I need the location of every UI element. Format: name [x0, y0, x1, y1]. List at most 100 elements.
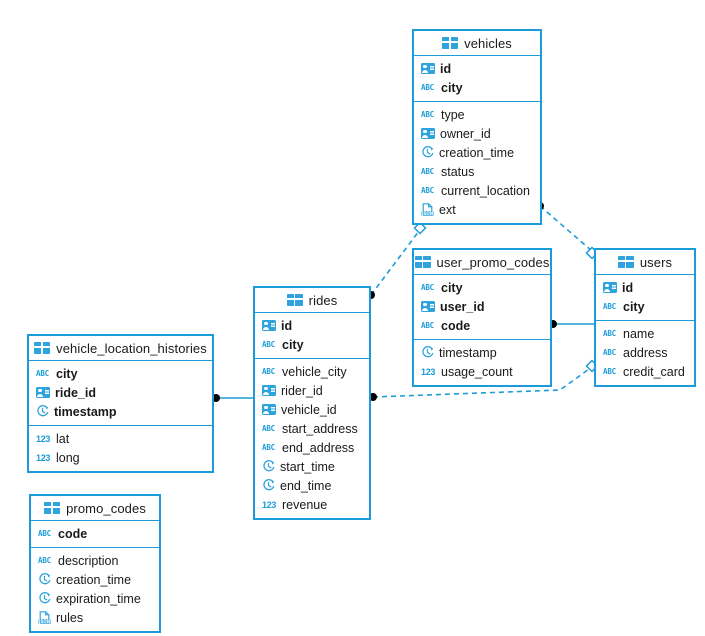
field-name-label: city — [56, 366, 78, 381]
abc-string-icon: ABC — [421, 110, 434, 119]
field-row[interactable]: expiration_time — [31, 589, 159, 608]
field-name-label: long — [56, 450, 80, 465]
entity-title-label: rides — [308, 292, 338, 308]
entity-title-label: promo_codes — [66, 500, 146, 516]
entity-header-promo_codes[interactable]: promo_codes — [31, 496, 159, 521]
field-row[interactable]: id — [414, 59, 540, 78]
relationship-user-promo-codes-to-users[interactable] — [549, 320, 594, 328]
field-name-label: rider_id — [281, 383, 323, 398]
abc-string-icon: ABC — [262, 424, 275, 433]
field-name-label: status — [441, 164, 475, 179]
id-card-icon — [421, 301, 435, 312]
field-name-label: end_address — [282, 440, 355, 455]
id-card-icon — [262, 385, 276, 396]
field-name-label: lat — [56, 431, 70, 446]
entity-header-vehicle_location_histories[interactable]: vehicle_location_histories — [29, 336, 212, 361]
abc-string-icon: ABC — [36, 369, 49, 378]
abc-string-icon: ABC — [38, 529, 51, 538]
clock-icon — [38, 592, 51, 605]
field-name-label: expiration_time — [56, 591, 141, 606]
abc-string-icon: ABC — [421, 321, 434, 330]
id-card-icon — [262, 320, 276, 331]
entity-title-label: vehicle_location_histories — [56, 340, 207, 356]
entity-header-users[interactable]: users — [596, 250, 694, 275]
field-name-label: start_time — [280, 459, 335, 474]
abc-string-icon: ABC — [38, 556, 51, 565]
field-row[interactable]: id — [255, 316, 369, 335]
clock-icon — [421, 346, 434, 359]
field-name-label: address — [623, 345, 668, 360]
json-file-icon: JSON — [38, 611, 51, 624]
clock-icon — [38, 573, 51, 586]
field-row[interactable]: ABC name — [596, 324, 694, 343]
relationship-vehicle-location-histories-to-rides[interactable] — [212, 394, 253, 402]
field-row[interactable]: creation_time — [31, 570, 159, 589]
field-row[interactable]: creation_time — [414, 143, 540, 162]
table-grid-icon — [44, 502, 61, 514]
field-name-label: user_id — [440, 299, 485, 314]
svg-text:JSON: JSON — [421, 211, 434, 216]
field-name-label: creation_time — [439, 145, 515, 160]
field-row[interactable]: JSON ext — [414, 200, 540, 219]
field-row[interactable]: rider_id — [255, 381, 369, 400]
field-row[interactable]: ride_id — [29, 383, 212, 402]
field-row[interactable]: timestamp — [29, 402, 212, 421]
field-row[interactable]: vehicle_id — [255, 400, 369, 419]
field-row[interactable]: user_id — [414, 297, 550, 316]
abc-string-icon: ABC — [262, 367, 275, 376]
entity-header-vehicles[interactable]: vehicles — [414, 31, 540, 56]
field-name-label: ext — [439, 202, 456, 217]
entity-header-rides[interactable]: rides — [255, 288, 369, 313]
field-row[interactable]: end_time — [255, 476, 369, 495]
field-row[interactable]: ABC city — [29, 364, 212, 383]
svg-text:JSON: JSON — [38, 619, 51, 624]
abc-string-icon: ABC — [421, 283, 434, 292]
field-row[interactable]: owner_id — [414, 124, 540, 143]
clock-icon — [262, 479, 275, 492]
123-number-icon: 123 — [421, 367, 436, 377]
json-file-icon: JSON — [421, 203, 434, 216]
entity-header-user_promo_codes[interactable]: user_promo_codes — [414, 250, 550, 275]
field-name-label: creation_time — [56, 572, 132, 587]
field-row[interactable]: timestamp — [414, 343, 550, 362]
field-name-label: credit_card — [623, 364, 685, 379]
abc-string-icon: ABC — [603, 329, 616, 338]
field-row[interactable]: id — [596, 278, 694, 297]
field-row[interactable]: start_time — [255, 457, 369, 476]
field-name-label: name — [623, 326, 655, 341]
id-card-icon — [36, 387, 50, 398]
